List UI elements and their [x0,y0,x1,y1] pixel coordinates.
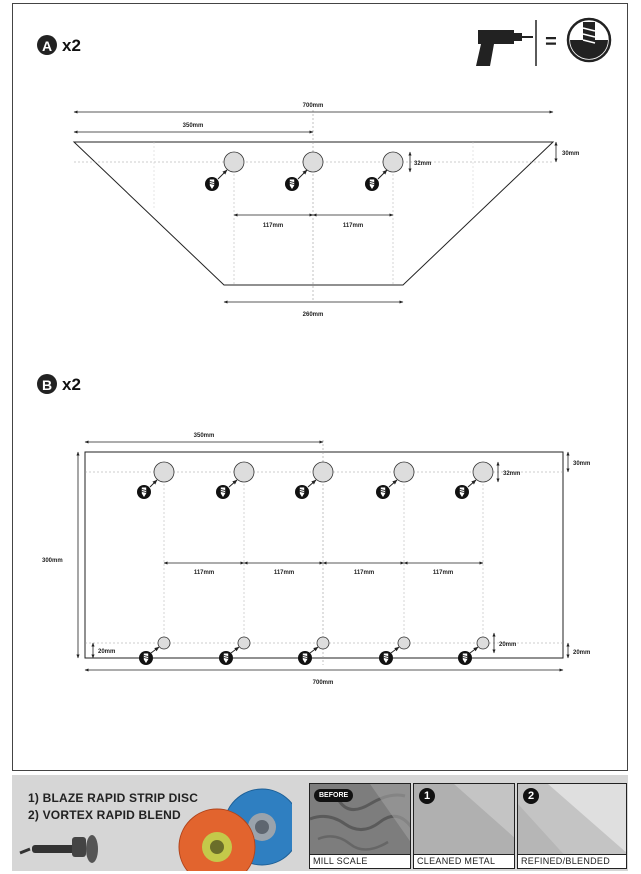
hole [153,461,175,483]
countersink-marker [457,646,479,666]
angle-grinder-icon [19,835,98,863]
dim-b-half: 350mm [194,433,215,439]
countersink-marker [284,169,308,192]
badge-step-1: 1 [419,788,435,804]
drill-icon [476,20,537,66]
drawing-frame [12,3,628,771]
dim-b-spacing-3: 117mm [354,570,374,576]
countersink-marker [454,479,477,500]
dim-b-top-hole-offset: 32mm [503,471,520,477]
hole [397,636,411,650]
diagram-a: 700mm 350mm 32mm 30mm 117mm [72,103,579,318]
hole [157,636,171,650]
dim-b-width: 700mm [313,680,334,686]
diagram-b: 350mm 300mm 700mm [42,433,590,686]
countersink-bit-icon [566,17,612,63]
countersink-marker [294,479,317,500]
hole [316,636,330,650]
countersink-marker [375,479,398,500]
hole [472,461,494,483]
dim-a-spacing-left: 117mm [263,223,283,229]
countersink-marker [378,646,400,666]
product-illustration [19,788,292,871]
countersink-marker [138,646,160,666]
hole [302,151,324,173]
rectangle-panel [84,451,564,659]
hole [382,151,404,173]
hole [393,461,415,483]
dim-a-spacing-right: 117mm [343,223,363,229]
blaze-strip-disc [178,808,256,871]
hole [312,461,334,483]
badge-before: BEFORE [314,789,354,802]
section-b-label: B x2 [37,374,81,394]
countersink-marker [215,479,238,500]
countersink-marker [204,169,228,192]
badge-step-2: 2 [523,788,539,804]
svg-text:A: A [42,38,52,54]
dim-b-spacing-4: 117mm [433,570,453,576]
caption-mill-scale: MILL SCALE [310,854,410,868]
countersink-marker [364,169,388,192]
dim-a-half: 350mm [183,123,204,129]
trapezoid-panel [72,141,555,286]
countersink-marker [218,646,240,666]
panel-cleaned-metal: 1 CLEANED METAL [413,783,515,869]
hole [237,636,251,650]
caption-cleaned-metal: CLEANED METAL [414,854,514,868]
hole [476,636,490,650]
svg-text:x2: x2 [62,375,81,394]
dim-b-spacing-2: 117mm [274,570,294,576]
svg-text:B: B [42,377,52,393]
dim-b-bottom-left: 20mm [98,649,115,655]
dim-a-hole-offset: 32mm [414,161,431,167]
dim-b-bottom-edge: 20mm [573,650,590,656]
hole [223,151,245,173]
countersink-marker [136,479,158,500]
dim-a-bottom: 260mm [303,312,324,318]
countersink-marker [297,646,319,666]
equals-sign: = [545,31,557,53]
panel-mill-scale: BEFORE MILL SCALE [309,783,411,869]
product-footer: 1) BLAZE RAPID STRIP DISC 2) VORTEX RAPI… [12,775,628,871]
dim-b-spacing-1: 117mm [194,570,214,576]
product-item-rapid-blend: 2) VORTEX RAPID BLEND [28,808,181,822]
hole [233,461,255,483]
caption-refined-blended: REFINED/BLENDED [518,854,626,868]
dim-a-edge: 30mm [562,151,579,157]
panel-refined-blended: 2 REFINED/BLENDED [517,783,627,869]
section-a-label: A x2 [37,35,81,55]
dim-b-bottom-hole-offset: 20mm [499,642,516,648]
svg-text:x2: x2 [62,36,81,55]
product-item-strip-disc: 1) BLAZE RAPID STRIP DISC [28,791,199,805]
dim-a-width: 700mm [303,103,324,109]
dim-b-top-edge: 30mm [573,461,590,467]
dim-b-height: 300mm [42,558,63,564]
drawing-canvas: A x2 = 7 [37,17,612,686]
